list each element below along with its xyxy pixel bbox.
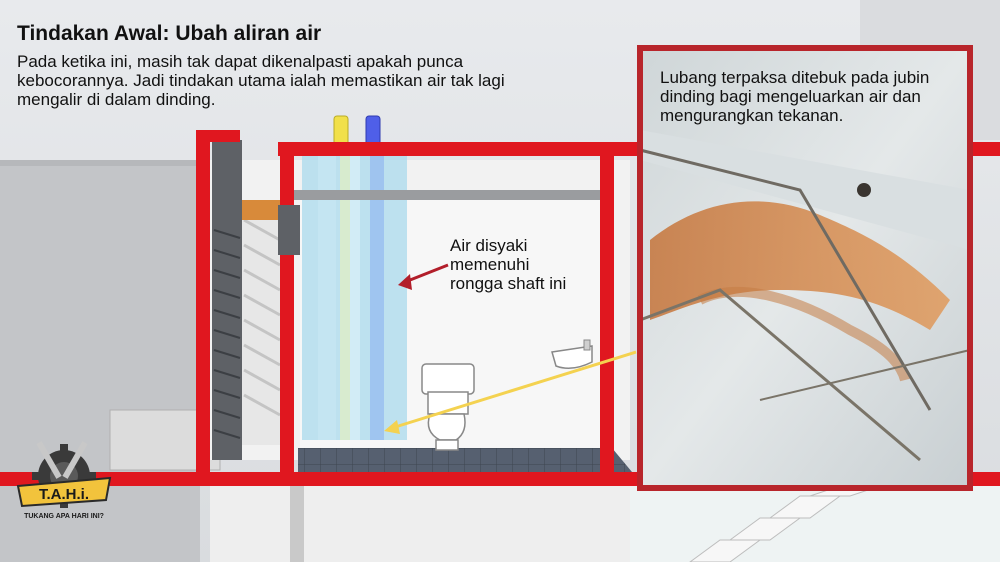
tahi-logo: T.A.H.i. TUKANG APA HARI INI? [14, 434, 114, 534]
logo-tagline: TUKANG APA HARI INI? [24, 513, 104, 520]
wall-opening [278, 205, 300, 255]
louvre-frame [212, 140, 242, 460]
logo-name: T.A.H.i. [39, 486, 89, 503]
shelf [292, 190, 612, 200]
shaft-annotation: Air disyaki memenuhi rongga shaft ini [450, 236, 580, 293]
blue-pipe [366, 116, 380, 146]
photo-caption: Lubang terpaksa ditebuk pada jubin dindi… [660, 68, 960, 125]
ground-edge [0, 160, 200, 166]
bathroom-floor [298, 448, 632, 472]
lower-column [290, 486, 304, 562]
yellow-pipe [334, 116, 348, 146]
lower-floor [210, 486, 630, 562]
intro-text: Pada ketika ini, masih tak dapat dikenal… [17, 52, 507, 109]
lintel [242, 200, 282, 220]
louvre-reveal [242, 205, 282, 445]
slide-title: Tindakan Awal: Ubah aliran air [17, 22, 321, 46]
drilled-hole [857, 183, 871, 197]
